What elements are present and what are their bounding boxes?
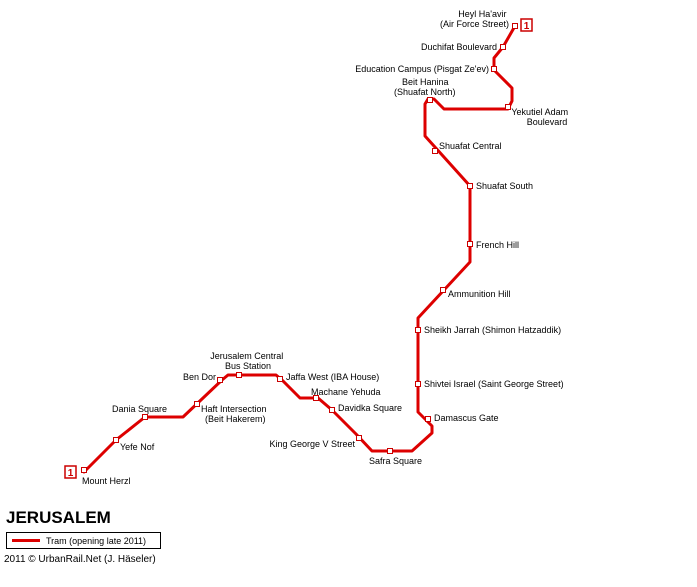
label-shivtei-israel: Shivtei Israel (Saint George Street) — [424, 379, 564, 389]
label-central-bus-station: Jerusalem Central Bus Station — [210, 351, 286, 371]
stop-central-bus-station — [236, 372, 242, 378]
stop-dania-square — [142, 414, 148, 420]
stop-safra-square — [387, 448, 393, 454]
stop-beit-hanina — [427, 97, 433, 103]
label-shuafat-south: Shuafat South — [476, 181, 533, 191]
label-jaffa-west: Jaffa West (IBA House) — [286, 372, 379, 382]
tram-line-1 — [82, 24, 517, 474]
label-davidka-square: Davidka Square — [338, 403, 402, 413]
stop-shivtei-israel — [415, 381, 421, 387]
label-french-hill: French Hill — [476, 240, 519, 250]
label-sheikh-jarrah: Sheikh Jarrah (Shimon Hatzaddik) — [424, 325, 561, 335]
label-ammunition-hill: Ammunition Hill — [448, 289, 511, 299]
stop-machane-yehuda — [313, 395, 319, 401]
label-mount-herzl: Mount Herzl — [82, 476, 131, 486]
label-machane-yehuda: Machane Yehuda — [311, 387, 381, 397]
map-title: JERUSALEM — [6, 508, 111, 527]
label-damascus-gate: Damascus Gate — [434, 413, 499, 423]
stop-jaffa-west — [277, 376, 283, 382]
stop-yefe-nof — [113, 437, 119, 443]
stop-haft-intersection — [194, 401, 200, 407]
label-heyl-haavir: Heyl Ha'avir (Air Force Street) — [440, 9, 509, 29]
label-yefe-nof: Yefe Nof — [120, 442, 155, 452]
label-ben-dor: Ben Dor — [183, 372, 216, 382]
label-yekutiel-adam: Yekutiel Adam Boulevard — [511, 107, 570, 127]
stop-damascus-gate — [425, 416, 431, 422]
stop-heyl-haavir — [512, 23, 518, 29]
label-education-campus: Education Campus (Pisgat Ze'ev) — [355, 64, 489, 74]
stop-education-campus — [491, 66, 497, 72]
stop-mount-herzl — [81, 467, 87, 473]
label-shuafat-central: Shuafat Central — [439, 141, 502, 151]
label-safra-square: Safra Square — [369, 456, 422, 466]
label-duchifat-boulevard: Duchifat Boulevard — [421, 42, 497, 52]
line-badge-south: 1 — [64, 465, 77, 479]
label-beit-hanina: Beit Hanina (Shuafat North) — [394, 77, 456, 97]
legend: Tram (opening late 2011) — [6, 532, 161, 549]
line-badge-north: 1 — [520, 18, 533, 32]
credit-text: 2011 © UrbanRail.Net (J. Häseler) — [4, 554, 156, 565]
label-haft-intersection: Haft Intersection (Beit Hakerem) — [201, 404, 269, 424]
label-dania-square: Dania Square — [112, 404, 167, 414]
line-badge-north-label: 1 — [524, 21, 530, 32]
stop-shuafat-south — [467, 183, 473, 189]
line-badge-south-label: 1 — [68, 468, 74, 479]
stop-davidka-square — [329, 407, 335, 413]
stop-yekutiel-adam — [505, 104, 511, 110]
label-king-george: King George V Street — [269, 439, 355, 449]
stop-ammunition-hill — [440, 287, 446, 293]
stop-king-george — [356, 435, 362, 441]
stop-shuafat-central — [432, 148, 438, 154]
stop-ben-dor — [217, 377, 223, 383]
stop-sheikh-jarrah — [415, 327, 421, 333]
legend-label: Tram (opening late 2011) — [46, 536, 146, 546]
stop-french-hill — [467, 241, 473, 247]
stop-duchifat-boulevard — [500, 44, 506, 50]
